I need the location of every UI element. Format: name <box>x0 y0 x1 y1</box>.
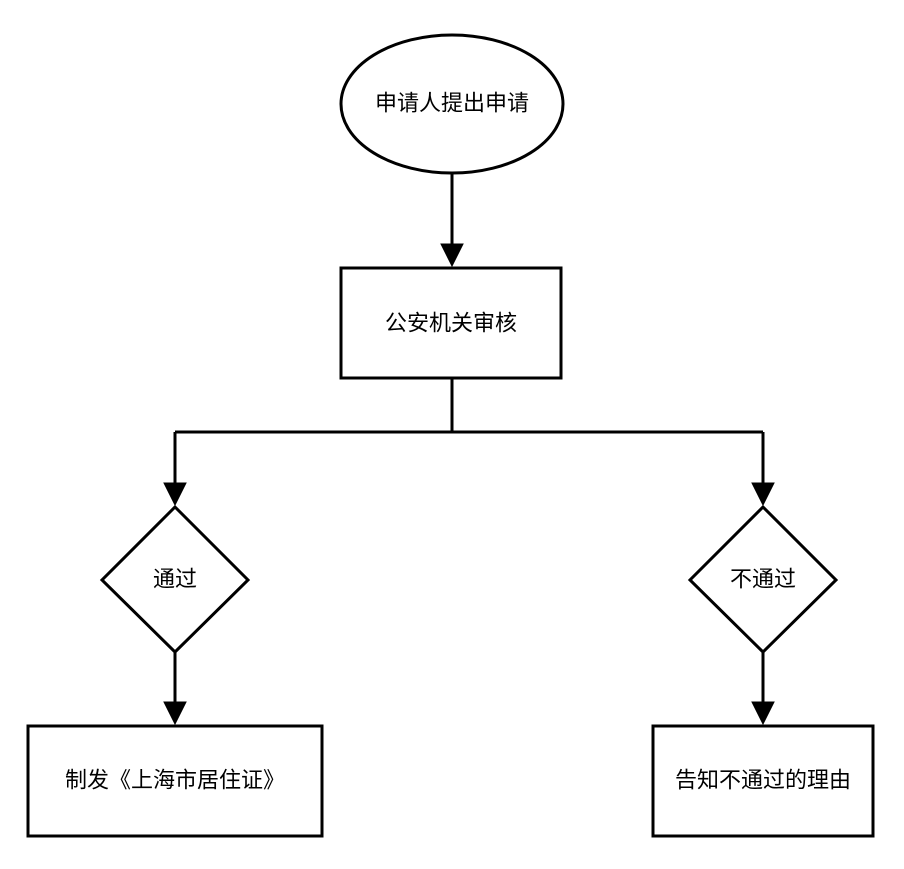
node-pass-outcome: 制发《上海市居住证》 <box>26 724 324 838</box>
connectors <box>163 173 775 726</box>
fail-outcome-box <box>651 724 875 838</box>
fail-diamond <box>687 504 839 655</box>
arrowhead-split-to-fail <box>751 482 775 507</box>
fail-decision-label: 不通过 <box>730 568 796 593</box>
review-label: 公安机关审核 <box>385 312 517 337</box>
pass-decision-label: 通过 <box>153 568 197 593</box>
arrowhead-fail-to-outcome <box>751 701 775 726</box>
arrowhead-split-to-pass <box>163 482 187 507</box>
node-review: 公安机关审核 <box>339 266 563 380</box>
node-fail-decision: 不通过 <box>687 504 839 655</box>
node-pass-decision: 通过 <box>99 504 251 655</box>
node-fail-outcome: 告知不通过的理由 <box>651 724 875 838</box>
pass-outcome-box <box>26 724 324 838</box>
arrowhead-start-to-review <box>440 243 464 268</box>
review-box <box>339 266 563 380</box>
arrowhead-pass-to-outcome <box>163 701 187 726</box>
pass-outcome-label: 制发《上海市居住证》 <box>65 769 285 794</box>
node-start: 申请人提出申请 <box>339 33 565 175</box>
pass-diamond <box>99 504 251 655</box>
start-label: 申请人提出申请 <box>375 92 529 117</box>
fail-outcome-label: 告知不通过的理由 <box>675 769 851 794</box>
start-ellipse <box>339 33 565 175</box>
